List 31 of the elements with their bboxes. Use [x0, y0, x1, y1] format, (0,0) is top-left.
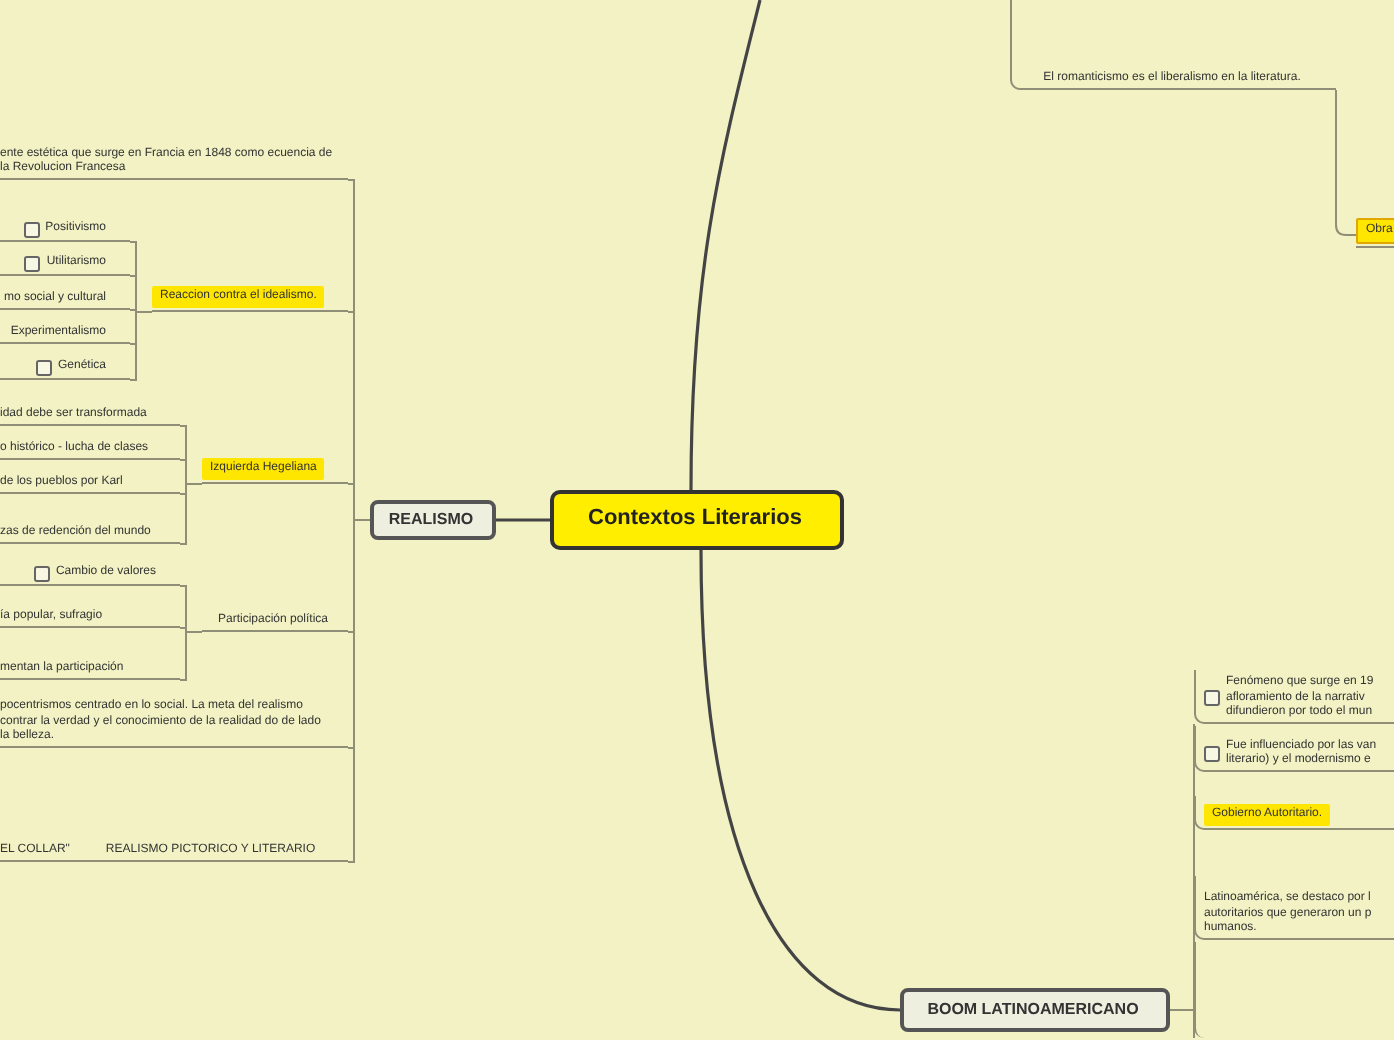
topic-underline [0, 216, 130, 242]
topic-underline [0, 320, 130, 344]
topic-frame [1194, 670, 1394, 724]
topic-underline [0, 436, 180, 460]
topic-underline [202, 456, 348, 484]
topic-underline [0, 286, 130, 310]
topic-underline [152, 282, 348, 312]
connector-line [129, 311, 153, 381]
topic-box [900, 988, 1170, 1032]
topic-label: Contextos Literarios [588, 505, 802, 533]
connector-line [689, 0, 762, 490]
topic-underline [1356, 222, 1394, 248]
topic-underline [0, 250, 130, 276]
connector-line [496, 518, 550, 522]
connector-line [179, 483, 203, 545]
central-topic-box [550, 490, 844, 550]
connector-line [179, 631, 203, 681]
topic-underline [0, 562, 180, 586]
topic-underline [0, 354, 130, 380]
topic-label: BOOM LATINOAMERICANO [927, 999, 1139, 1019]
topic-frame [1194, 726, 1394, 772]
topic-underline [202, 608, 348, 632]
topic-box [370, 500, 496, 540]
connector-line [347, 519, 371, 863]
topic-frame [1194, 876, 1394, 940]
connector-line [699, 549, 901, 1012]
topic-underline [0, 470, 180, 494]
topic-label: REALISMO [388, 509, 474, 529]
connector-line [1169, 1009, 1195, 1039]
topic-frame [1194, 796, 1394, 830]
topic-frame [1010, 0, 1336, 90]
